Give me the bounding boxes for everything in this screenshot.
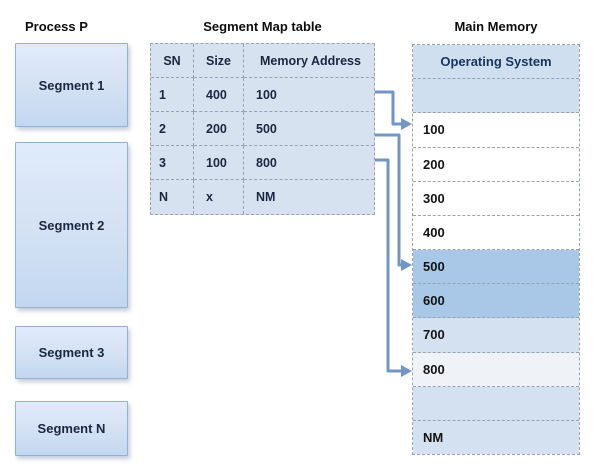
table-header-address: Memory Address [244,44,374,78]
memory-row-100: 100 [413,113,579,148]
table-row-n-address: NM [256,190,276,204]
table-row-1-size: 400 [194,78,244,112]
memory-row-os: Operating System [413,45,579,80]
memory-row-600: 600 [413,284,579,319]
segment-1-label: Segment 1 [38,77,105,93]
arrow-1-line [375,90,402,126]
memory-row-free [413,386,579,421]
table-row-3-address: 800 [244,146,374,180]
process-title: Process P [25,19,88,34]
segment-n-label: Segment N [37,421,106,436]
arrow-2-line [375,133,402,267]
segment-map-table: SN Size Memory Address 1 400 100 2 200 5… [150,43,375,215]
segment-map-table-title: Segment Map table [203,19,322,34]
arrow-3-line [375,158,402,373]
segment-2-box: Segment 2 [15,142,128,308]
table-header-sn: SN [151,44,194,78]
table-row-1-address: 100 [244,78,374,112]
table-row-3-size: 100 [194,146,244,180]
table-row-3-sn: 3 [151,146,194,180]
arrow-3-head-icon [401,365,412,377]
memory-row-500: 500 [413,250,579,285]
segment-2-label: Segment 2 [38,217,105,233]
memory-row-400: 400 [413,215,579,251]
table-row-2-address: 500 [244,112,374,146]
segment-3-label: Segment 3 [38,345,105,360]
table-row-2-size: 200 [194,112,244,146]
table-row-n-size: x [194,180,244,214]
arrow-2-head-icon [401,259,412,271]
memory-row-200: 200 [413,147,579,182]
memory-row-700: 700 [413,318,579,353]
memory-row-reserved [413,79,579,114]
memory-row-800: 800 [413,352,579,387]
memory-row-300: 300 [413,181,579,216]
table-row-2-sn: 2 [151,112,194,146]
main-memory-title: Main Memory [454,19,538,34]
segment-3-box: Segment 3 [15,326,128,379]
segment-n-box: Segment N [15,401,128,456]
table-row-1-sn: 1 [151,78,194,112]
memory-row-nm: NM [413,420,579,455]
table-header-size: Size [194,44,244,78]
segment-1-box: Segment 1 [15,43,128,127]
table-row-n-sn: N [151,180,194,214]
arrow-1-head-icon [401,118,412,130]
main-memory-block: Operating System 100 200 300 400 500 600… [412,44,580,455]
